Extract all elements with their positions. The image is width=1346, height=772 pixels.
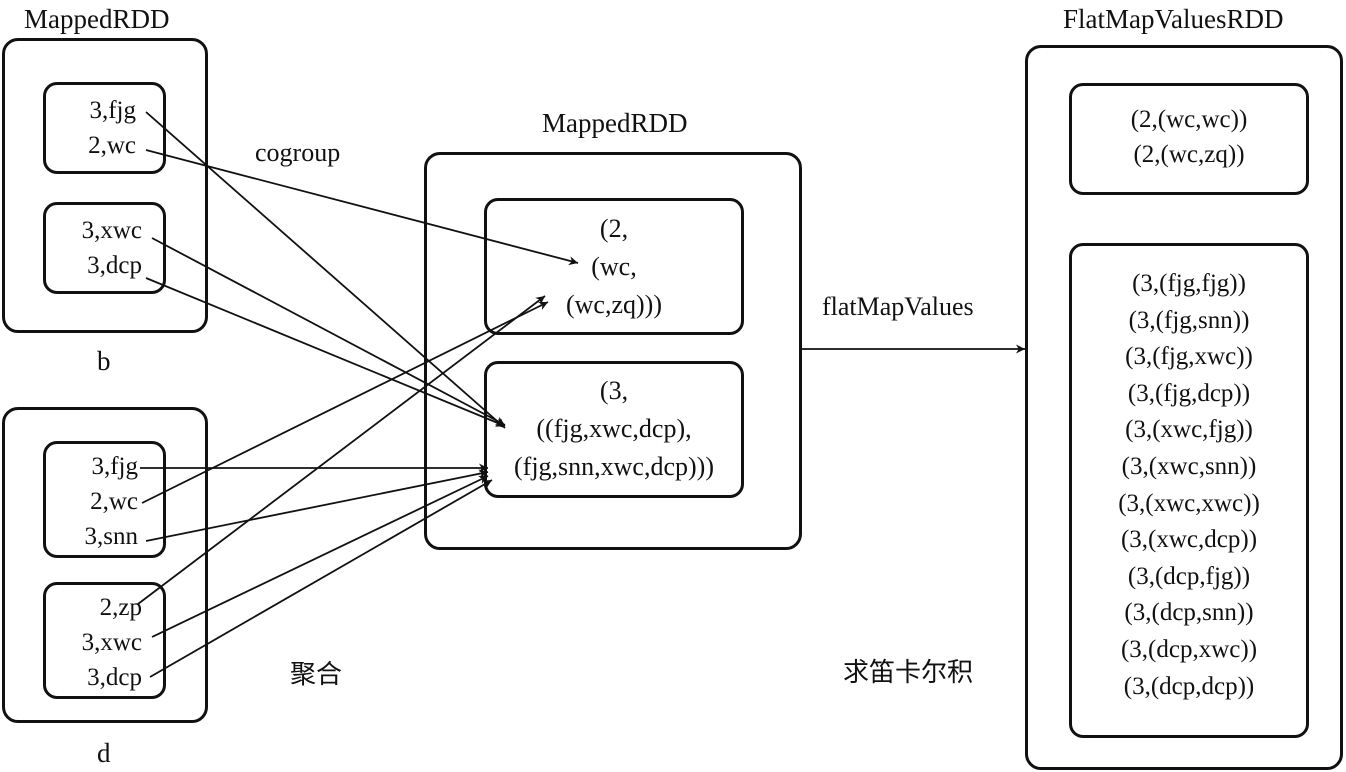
record-line: (2,(wc,wc)) (1130, 106, 1248, 133)
rdd-mid-title: MappedRDD (542, 108, 688, 138)
record-line: (2,(wc,zq)) (1133, 141, 1245, 168)
edge-arrow (145, 469, 489, 542)
rdd-d-caption: d (97, 738, 111, 768)
record: 3,fjg (91, 453, 138, 480)
record: 3,dcp (87, 252, 142, 279)
rdd-out-partition-1 (1069, 243, 1309, 738)
flatmapvalues-label: flatMapValues (822, 292, 974, 321)
rdd-d-partition-0-items: 3,fjg 2,wc 3,snn (50, 449, 138, 554)
rdd-mid-container (424, 152, 802, 550)
rdd-b-title: MappedRDD (24, 4, 170, 34)
record-line: (3,(xwc,snn)) (1121, 452, 1257, 480)
record: 2,wc (90, 488, 138, 515)
record-line: (3,(xwc,xwc)) (1118, 489, 1260, 517)
edge-arrow (145, 149, 579, 266)
rdd-out-partition-0 (1069, 83, 1309, 195)
record-line: (3,(xwc,fjg)) (1125, 416, 1253, 444)
rdd-out-container (1025, 45, 1343, 770)
rdd-d-partition-0 (43, 441, 166, 558)
record-line: (3, (599, 376, 629, 405)
record-line: (3,(dcp,xwc)) (1120, 635, 1258, 663)
edge-arrow (141, 301, 549, 504)
record-line: (3,(fjg,fjg)) (1132, 270, 1246, 297)
record-line: (3,(dcp,dcp)) (1123, 672, 1255, 700)
rdd-b-partition-1-items: 3,xwc 3,dcp (50, 213, 142, 283)
rdd-b-partition-0-items: 3,fjg 2,wc (50, 93, 136, 163)
record-line: (fjg,snn,xwc,dcp))) (514, 452, 714, 481)
record-line: (3,(dcp,fjg)) (1127, 562, 1251, 590)
record-line: (wc,zq))) (566, 290, 662, 319)
record: 2,zp (99, 594, 142, 621)
edge-arrow (145, 277, 506, 427)
record-line: (3,(fjg,snn)) (1128, 306, 1250, 334)
rdd-b-partition-1 (43, 202, 166, 294)
rdd-out-title: FlatMapValuesRDD (1063, 4, 1284, 34)
edge-arrow (149, 479, 493, 678)
edge-arrow (145, 111, 506, 429)
rdd-mid-partition-1-lines: (3, ((fjg,xwc,dcp), (fjg,snn,xwc,dcp))) (484, 372, 744, 486)
rdd-mid-partition-0-lines: (2, (wc, (wc,zq))) (484, 210, 744, 324)
record: 3,xwc (81, 217, 142, 244)
rdd-d-partition-1 (43, 582, 166, 699)
record: 3,dcp (87, 664, 142, 691)
edge-arrow (137, 295, 546, 605)
rdd-mid-partition-1 (484, 361, 744, 498)
rdd-b-container (2, 38, 208, 333)
edge-arrow (151, 237, 506, 426)
rdd-b-caption: b (97, 346, 111, 376)
record-line: (3,(xwc,dcp)) (1120, 526, 1258, 554)
rdd-d-container (2, 407, 208, 723)
record-line: ((fjg,xwc,dcp), (536, 414, 692, 443)
rdd-out-partition-0-lines: (2,(wc,wc)) (2,(wc,zq)) (1069, 102, 1309, 172)
record-line: (wc, (591, 252, 637, 281)
record: 3,xwc (81, 629, 142, 656)
record: 3,fjg (89, 97, 136, 124)
record-line: (2, (599, 214, 629, 243)
cartesian-label: 求笛卡尔积 (843, 658, 974, 688)
record: 2,wc (88, 132, 136, 159)
rdd-out-partition-1-lines: (3,(fjg,fjg)) (3,(fjg,snn)) (3,(fjg,xwc)… (1069, 266, 1309, 705)
record-line: (3,(fjg,xwc)) (1125, 343, 1253, 371)
record-line: (3,(dcp,snn)) (1124, 599, 1254, 627)
aggregate-label: 聚合 (290, 660, 343, 690)
record-line: (3,(fjg,dcp)) (1127, 379, 1251, 407)
rdd-mid-partition-0 (484, 198, 744, 335)
rdd-d-partition-1-items: 2,zp 3,xwc 3,dcp (50, 590, 142, 695)
record: 3,snn (84, 523, 138, 550)
cogroup-label: cogroup (255, 138, 341, 167)
edge-arrow (151, 475, 489, 638)
